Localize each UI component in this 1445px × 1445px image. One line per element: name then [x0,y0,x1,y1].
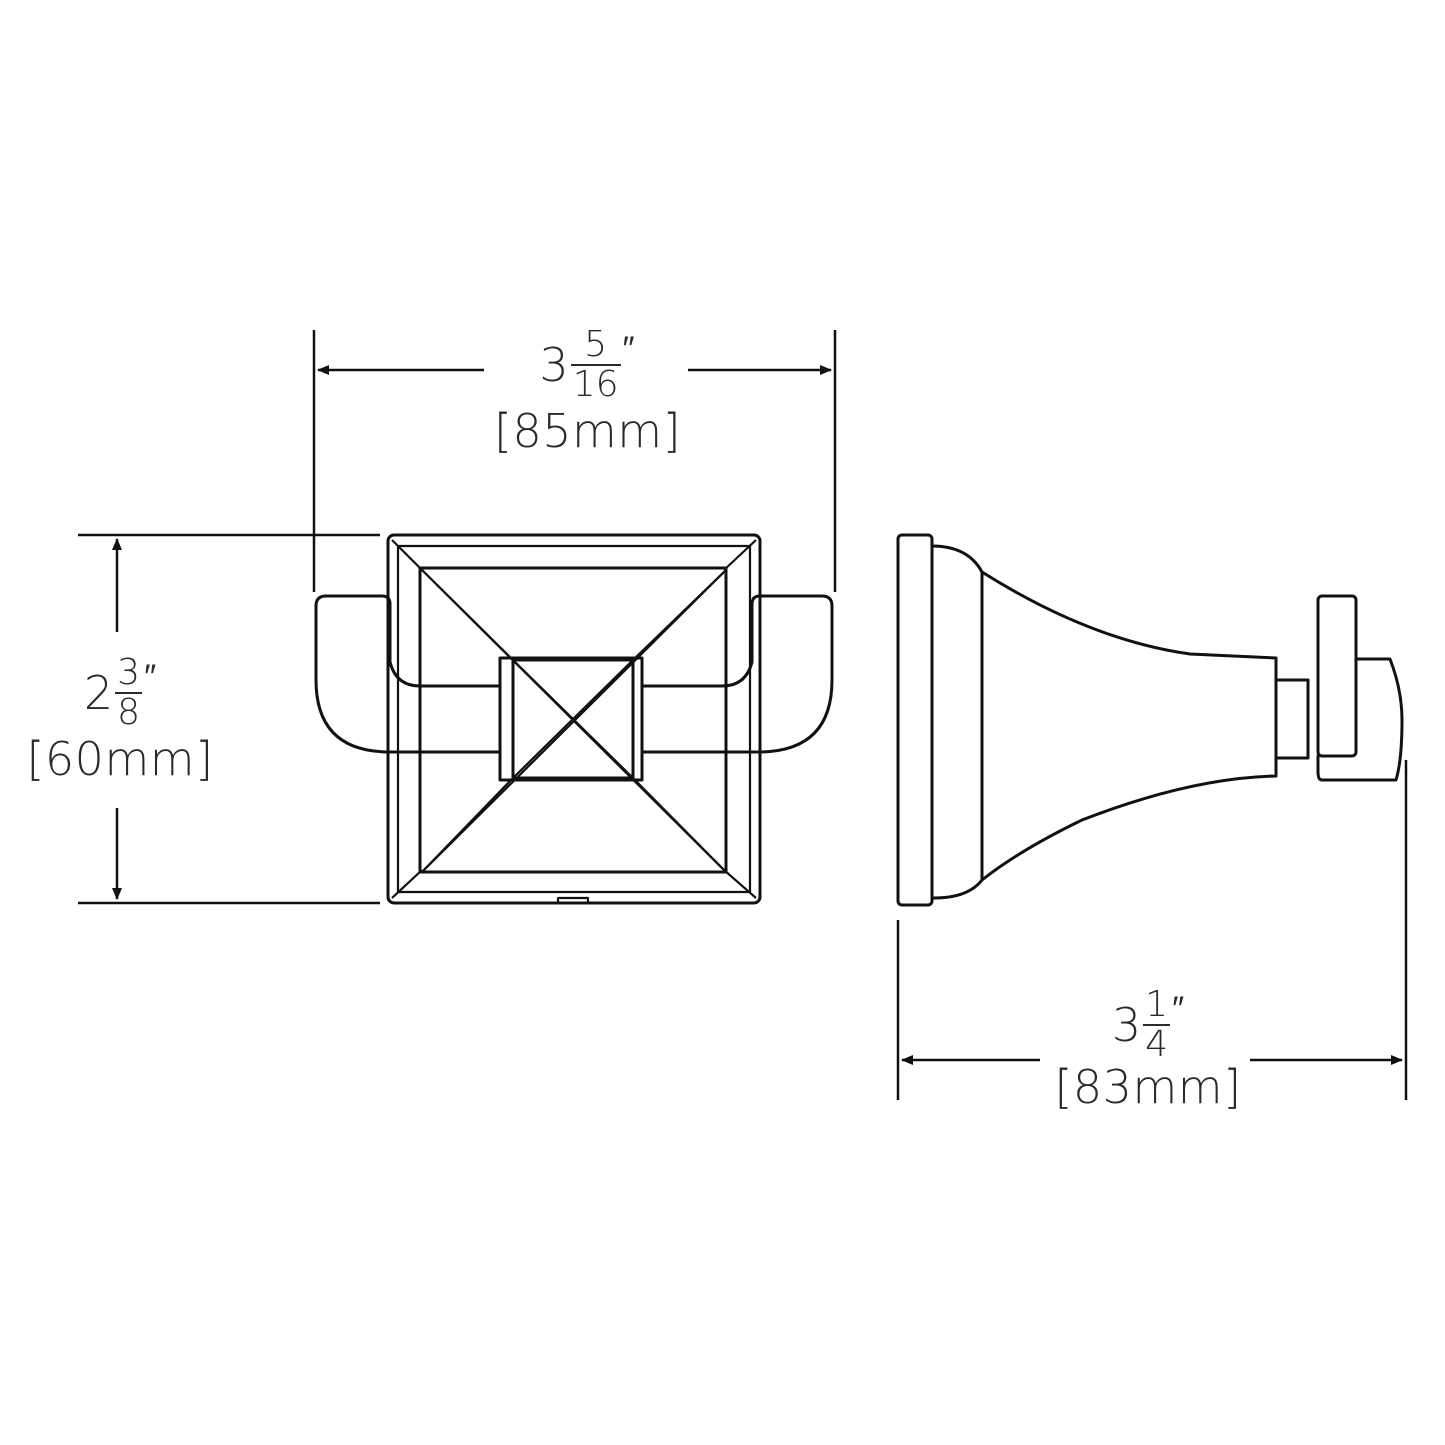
width-imperial: 3 5 16 ″ [494,326,680,404]
inch-mark: ″ [622,329,635,369]
inch-mark: ″ [144,657,157,697]
width-whole: 3 [539,338,569,393]
front-view-hook [314,533,834,905]
width-dimension-label: 3 5 16 ″ [85mm] [494,326,682,459]
height-imperial: 2 3 8 ″ [22,654,218,732]
projection-fraction: 1 4 [1143,984,1171,1066]
inch-mark: ″ [1172,989,1185,1029]
projection-whole: 3 [1111,998,1142,1053]
projection-imperial: 3 1 4 ″ [1050,986,1246,1064]
width-metric: [85mm] [494,404,682,459]
projection-dimension-label: 3 1 4 ″ [83mm] [1050,986,1246,1110]
width-dimension-lines [312,330,837,592]
side-view-hook [896,533,1404,907]
projection-dimension-lines [896,760,1408,1100]
height-metric: [60mm] [26,732,214,787]
width-fraction: 5 16 [570,324,621,406]
height-whole: 2 [83,666,114,721]
height-dimension-lines [78,533,380,905]
height-dimension-label: 2 3 8 ″ [60mm] [22,654,218,782]
height-fraction: 3 8 [115,652,143,734]
projection-metric: [83mm] [1054,1060,1242,1115]
